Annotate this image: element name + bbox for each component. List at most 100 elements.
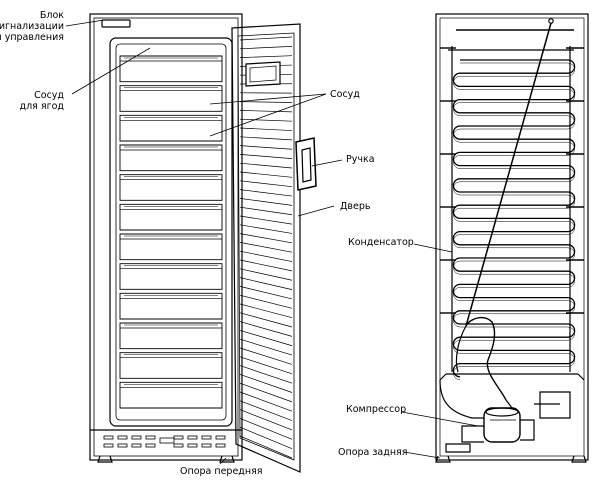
door-slat bbox=[239, 110, 293, 113]
door-slat bbox=[239, 215, 293, 225]
leader-control-block bbox=[65, 19, 105, 27]
vent-slot bbox=[131, 435, 142, 440]
door-slat bbox=[239, 189, 293, 197]
door bbox=[231, 23, 301, 473]
vent-slot bbox=[215, 435, 226, 440]
coil-tube bbox=[452, 59, 576, 378]
door-slat bbox=[239, 224, 293, 234]
label-control-block-2: сигнализации bbox=[0, 21, 64, 32]
door-slat bbox=[239, 242, 293, 253]
label-front-support: Опора передняя bbox=[180, 466, 263, 477]
door-slat bbox=[239, 374, 293, 393]
leader-lines bbox=[65, 19, 479, 465]
leader-berry-container bbox=[71, 47, 151, 95]
vent-slot bbox=[103, 443, 114, 448]
label-rear-support: Опора задняя bbox=[338, 447, 407, 458]
coil-tube-shadow bbox=[453, 62, 575, 381]
drawer bbox=[119, 144, 223, 172]
door-slat bbox=[239, 171, 293, 178]
vent-slot bbox=[201, 443, 212, 448]
vent-slot bbox=[187, 435, 198, 440]
door-slat bbox=[239, 435, 293, 459]
door-slat bbox=[239, 250, 293, 262]
rear-cabinet bbox=[435, 13, 589, 461]
label-berry-container-2: для ягод bbox=[20, 101, 65, 112]
drawer bbox=[119, 114, 223, 142]
door-slat bbox=[239, 136, 293, 141]
label-handle: Ручка bbox=[346, 154, 375, 165]
cabinet-body bbox=[89, 13, 243, 461]
leader-handle bbox=[311, 159, 343, 167]
control-panel bbox=[101, 19, 131, 28]
vent-slots bbox=[103, 435, 226, 448]
base-badge bbox=[159, 437, 175, 444]
door-slat bbox=[239, 321, 293, 337]
vent-slot bbox=[145, 435, 156, 440]
drawer bbox=[119, 174, 223, 201]
drawer bbox=[119, 322, 223, 350]
door-slat bbox=[239, 426, 293, 449]
leader-door bbox=[297, 205, 335, 217]
drawer bbox=[119, 85, 223, 112]
drawer bbox=[119, 233, 223, 261]
vent-slot bbox=[103, 435, 114, 440]
door-slat bbox=[239, 286, 293, 300]
vent-slot bbox=[173, 443, 184, 448]
capillary-tube bbox=[455, 18, 554, 401]
label-container: Сосуд bbox=[330, 89, 360, 100]
drawer bbox=[119, 292, 223, 320]
door-slat bbox=[239, 294, 293, 309]
door-slat bbox=[239, 127, 293, 131]
door-slat bbox=[239, 365, 293, 384]
door-storage-box bbox=[245, 61, 281, 87]
leader-rear-support bbox=[403, 451, 441, 459]
leader-compressor bbox=[401, 411, 479, 427]
door-slat bbox=[239, 400, 293, 421]
door-slat bbox=[239, 36, 293, 41]
door-slat bbox=[239, 162, 293, 169]
drawer bbox=[119, 263, 223, 290]
label-control-block-1: Блок bbox=[40, 10, 64, 21]
vent-slot bbox=[201, 435, 212, 440]
label-condenser: Конденсатор bbox=[348, 237, 414, 248]
door-slat bbox=[239, 55, 293, 58]
vent-slot bbox=[145, 443, 156, 448]
door-slat bbox=[239, 418, 293, 440]
vent-slot bbox=[187, 443, 198, 448]
leader-container-1 bbox=[209, 93, 327, 105]
leader-container-2 bbox=[209, 93, 327, 137]
door-slat bbox=[239, 382, 293, 403]
door-slat bbox=[239, 198, 293, 206]
label-compressor: Компрессор bbox=[346, 404, 406, 415]
door-slat bbox=[239, 330, 293, 347]
door-slat bbox=[239, 338, 293, 356]
drawer bbox=[119, 203, 223, 231]
door-slat bbox=[239, 356, 293, 375]
condenser-brackets bbox=[440, 47, 584, 314]
vent-slot bbox=[117, 435, 128, 440]
door-slat bbox=[239, 118, 293, 122]
door-shelves bbox=[239, 36, 293, 459]
door-slat bbox=[239, 145, 293, 150]
door-slat bbox=[239, 101, 293, 103]
condenser-coil bbox=[452, 59, 576, 381]
cabinet-base bbox=[90, 429, 242, 448]
door-slat bbox=[239, 347, 293, 365]
rear-support-feet bbox=[435, 443, 587, 463]
door-slat bbox=[239, 46, 293, 50]
door-slat bbox=[239, 277, 293, 290]
door-slat bbox=[239, 409, 293, 431]
drawer bbox=[119, 55, 223, 83]
label-berry-container-1: Сосуд bbox=[34, 90, 64, 101]
door-slat bbox=[239, 312, 293, 328]
vent-slot bbox=[173, 435, 184, 440]
labels: Блок сигнализации и управления Сосуд для… bbox=[0, 10, 414, 477]
door-slat bbox=[239, 268, 293, 281]
door-slat bbox=[239, 259, 293, 272]
inner-liner bbox=[109, 37, 233, 427]
door-slat bbox=[239, 233, 293, 244]
rear-drip-tray bbox=[534, 391, 571, 419]
vent-slot bbox=[131, 443, 142, 448]
